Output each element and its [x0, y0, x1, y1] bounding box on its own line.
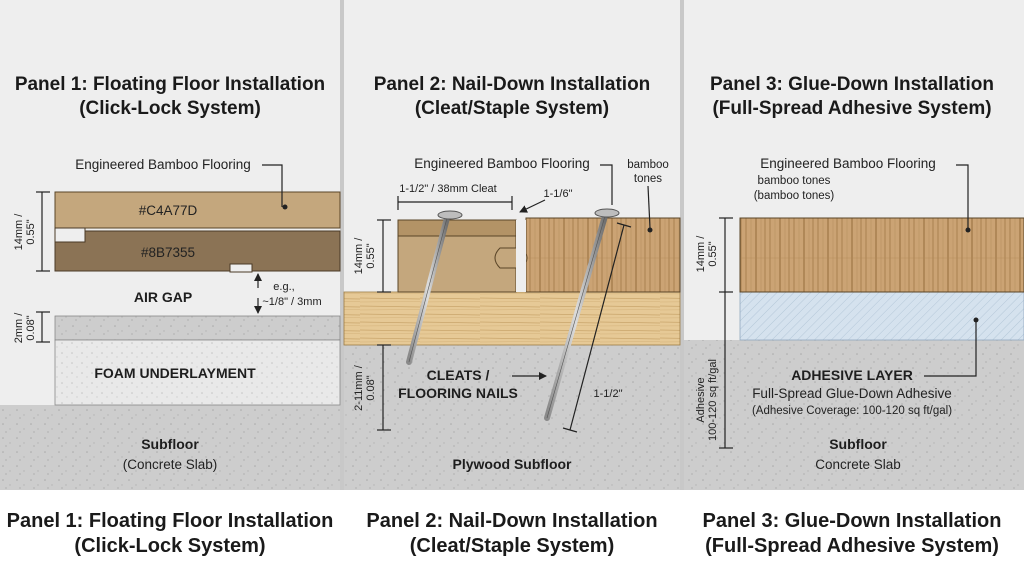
panel-2-plywood-layer — [343, 291, 681, 346]
panel-2-cleats-label: CLEATS / — [427, 367, 490, 383]
panel-3-tones-label: (bamboo tones) — [754, 190, 835, 202]
panel-1-subfloor-sublabel: (Concrete Slab) — [123, 457, 218, 472]
panel-1-dim-flooring: 0.55" — [25, 219, 37, 244]
panel-2-dim-tick — [562, 427, 578, 433]
panel-2-subtitle: (Cleat/Staple System) — [415, 98, 609, 119]
footer-panel-3-subtitle: (Full-Spread Adhesive System) — [705, 535, 999, 557]
panel-1-gap-note: ~1/8" / 3mm — [262, 296, 321, 308]
panel-1-flooring-label: Engineered Bamboo Flooring — [75, 157, 251, 172]
panel-1-color-bottom-label: #8B7355 — [141, 245, 195, 260]
panel-1-click-lock-notch — [229, 263, 253, 273]
panel-1-title: Panel 1: Floating Floor Installation — [15, 74, 325, 95]
panel-1-foam-thin-layer — [54, 315, 341, 341]
panel-divider — [680, 0, 684, 490]
panel-2-nail-dim-arrow — [519, 199, 546, 213]
panel-3-subtitle: (Full-Spread Adhesive System) — [712, 98, 991, 119]
panel-2-nail-left — [406, 210, 463, 365]
panel-2-flooring-label: Engineered Bamboo Flooring — [414, 156, 590, 171]
panel-2-board-joint — [516, 220, 526, 292]
panel-3-subfloor-sublabel: Concrete Slab — [815, 457, 901, 472]
panel-2-dim-subfloor: 2-11mm / — [353, 364, 365, 411]
panel-3-adhesive-leader — [924, 322, 977, 377]
footer-panel-2-title: Panel 2: Nail-Down Installation — [366, 510, 657, 532]
panel-1-flooring-leader — [262, 164, 283, 207]
panel-3-adhesive-label: ADHESIVE LAYER — [791, 367, 913, 383]
panel-1-dim-flooring: 14mm / — [13, 213, 25, 251]
panel-3-adhesive-layer — [739, 291, 1024, 341]
panel-1-color-top-label: #C4A77D — [139, 203, 198, 218]
panel-2-bamboo-label: tones — [634, 173, 662, 185]
panel-1-dim-foam: 0.08" — [25, 315, 37, 340]
panel-1-air-gap-label: AIR GAP — [134, 289, 192, 305]
panel-1-dim-foam: 2mm / — [13, 312, 25, 344]
panel-3-dim-flooring: 14mm / — [695, 235, 707, 273]
panel-2-cleat-dim: 1-1/2" / 38mm Cleat — [399, 183, 496, 195]
panel-divider — [340, 0, 344, 490]
panel-3-callout-dot — [973, 317, 979, 323]
panel-3-board — [739, 217, 1024, 293]
panel-3-coverage-label: (Adhesive Coverage: 100-120 sq ft/gal) — [752, 405, 952, 417]
footer-panel-1-title: Panel 1: Floating Floor Installation — [7, 510, 334, 532]
panel-2-bamboo-label: bamboo — [627, 159, 669, 171]
panel-3-dim-adhesive: Adhesive — [695, 377, 707, 422]
panel-2-cleats-label: FLOORING NAILS — [398, 385, 518, 401]
panel-3-adhesive-sublabel: Full-Spread Glue-Down Adhesive — [752, 386, 952, 401]
panel-3-flooring-label: Engineered Bamboo Flooring — [760, 156, 936, 171]
panel-2-subfloor — [344, 345, 680, 490]
panel-3-dim-adhesive: 100-120 sq ft/gal — [707, 359, 719, 441]
panel-2-dim-flooring: 0.55" — [365, 243, 377, 268]
panel-3-subfloor-label: Subfloor — [829, 436, 887, 452]
panel-1-subfloor-label: Subfloor — [141, 436, 199, 452]
panel-1-callout-dot — [282, 204, 288, 210]
panel-3-callout-dot — [965, 227, 971, 233]
panel-1-click-lock-groove — [54, 227, 86, 243]
panel-3-subfloor — [684, 340, 1024, 490]
panel-1-board-bottom — [54, 230, 341, 272]
panel-2-flooring-leader — [600, 164, 613, 205]
panel-1-board-top — [54, 191, 341, 229]
panel-2-callout-dot — [647, 227, 653, 233]
panel-2-nail-length: 1-1/2" — [594, 388, 623, 400]
panel-2-title: Panel 2: Nail-Down Installation — [374, 74, 651, 95]
panel-1-foam-label: FOAM UNDERLAYMENT — [94, 365, 256, 381]
panel-1-foam-underlayment — [54, 339, 341, 406]
panel-2-dim-flooring: 14mm / — [353, 237, 365, 275]
panel-1-subfloor — [0, 405, 340, 490]
footer-panel-3-title: Panel 3: Glue-Down Installation — [703, 510, 1002, 532]
panel-3-flooring-leader — [956, 164, 969, 228]
panel-2-nail-dim: 1-1/6" — [544, 188, 573, 200]
panel-2-bamboo-leader — [647, 185, 651, 229]
panel-1-subtitle: (Click-Lock System) — [79, 98, 261, 119]
panel-2-subfloor-label: Plywood Subfloor — [453, 456, 573, 472]
panel-2-dim-subfloor: 0.08" — [365, 375, 377, 400]
panel-2-nail-right — [544, 208, 620, 421]
panel-1-gap-note: e.g., — [273, 281, 294, 293]
panel-2-board-left-edge — [397, 219, 517, 237]
footer-panel-1-subtitle: (Click-Lock System) — [74, 535, 265, 557]
panel-2-dim-tick — [616, 222, 632, 228]
panel-3-tones-label: bamboo tones — [758, 175, 831, 187]
panel-3-title: Panel 3: Glue-Down Installation — [710, 74, 994, 95]
panel-2-nail-length-dim-line — [569, 224, 625, 431]
footer-panel-2-subtitle: (Cleat/Staple System) — [410, 535, 615, 557]
panel-3-dim-flooring: 0.55" — [707, 241, 719, 266]
